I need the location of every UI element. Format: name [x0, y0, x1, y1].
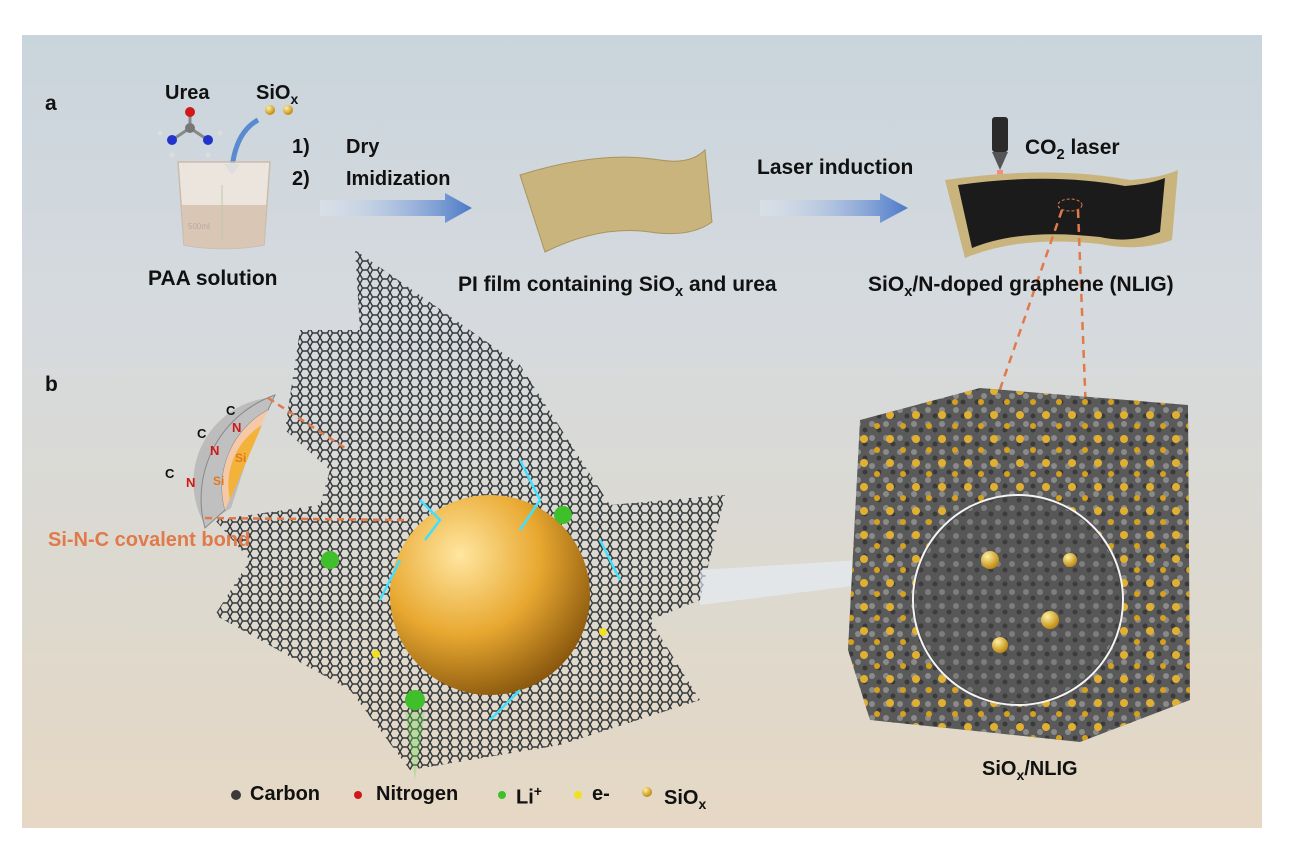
- inset-atom-c: C: [165, 466, 175, 481]
- siox-nlig-cube: [848, 388, 1190, 742]
- electron-beam: [700, 560, 860, 605]
- pi-film-icon: [519, 148, 713, 253]
- legend-electron: e-: [592, 783, 610, 805]
- electrons: [372, 628, 607, 658]
- legend-siox: SiOx: [664, 787, 707, 812]
- siox-label: SiOx: [256, 82, 299, 107]
- legend-li-icon: [498, 791, 506, 799]
- beaker-icon: [177, 161, 271, 250]
- inset-atom-n: N: [232, 420, 241, 435]
- li-diffusion-paths: [378, 459, 622, 721]
- si-n-c-bond-inset: [193, 394, 411, 529]
- inset-atom-c: C: [197, 426, 207, 441]
- laser-induction-label: Laser induction: [757, 156, 914, 179]
- process-arrow-2: [760, 193, 908, 223]
- legend-nitrogen: Nitrogen: [376, 783, 459, 805]
- legend-carbon-icon: [231, 790, 241, 800]
- legend-siox-icon: [642, 787, 652, 797]
- step2-number: 2): [292, 168, 310, 190]
- siox-sphere: [390, 495, 590, 695]
- legend-electron-icon: [574, 791, 582, 799]
- inset-atom-si: Si: [235, 451, 246, 465]
- urea-molecule-icon: [157, 107, 223, 158]
- nlig-label: SiOx/N-doped graphene (NLIG): [868, 273, 1174, 301]
- inset-atom-n: N: [186, 475, 195, 490]
- zoom-dashed-line: [958, 209, 1064, 506]
- process-arrow-1: [320, 193, 472, 223]
- cube-label: SiOx/NLIG: [982, 758, 1078, 783]
- legend-nitrogen-icon: [354, 791, 362, 799]
- step1-number: 1): [292, 136, 310, 158]
- panel-label-b: b: [45, 373, 58, 396]
- co2-laser-label: CO2 laser: [1025, 136, 1120, 164]
- legend-carbon: Carbon: [250, 783, 320, 805]
- urea-label: Urea: [165, 82, 210, 104]
- inset-atom-n: N: [210, 443, 219, 458]
- inset-atom-si: Si: [213, 474, 224, 488]
- panel-label-a: a: [45, 92, 57, 115]
- beaker-volume-label: 500ml: [188, 222, 210, 231]
- inset-atom-c: C: [226, 403, 236, 418]
- lithium-ions: [321, 506, 572, 780]
- legend-li: Li+: [516, 783, 542, 809]
- pi-film-label: PI film containing SiOx and urea: [458, 273, 777, 301]
- paa-solution-label: PAA solution: [148, 267, 278, 290]
- step1-label: Dry: [346, 136, 380, 158]
- bond-label: Si-N-C covalent bond: [48, 529, 251, 551]
- siox-particles-icon: [265, 105, 293, 115]
- step2-label: Imidization: [346, 168, 451, 190]
- curved-arrow-icon: [229, 117, 260, 169]
